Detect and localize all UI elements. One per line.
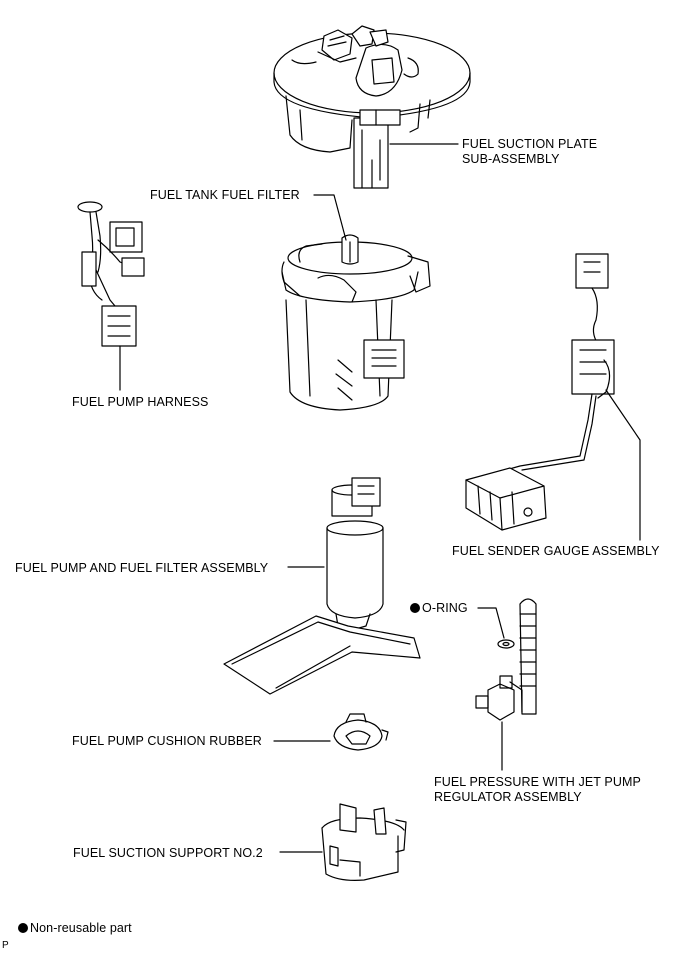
tank-filter-leader — [313, 194, 347, 241]
o-ring-label-text: O-RING — [422, 601, 468, 615]
legend-text: Non-reusable part — [30, 921, 132, 935]
cushion-rubber-drawing — [333, 713, 389, 751]
o-ring-leader — [477, 607, 505, 639]
fuel-pump-cushion-rubber-label: FUEL PUMP CUSHION RUBBER — [72, 734, 262, 748]
fuel-pressure-regulator-label: FUEL PRESSURE WITH JET PUMP REGULATOR AS… — [434, 775, 641, 805]
suction-plate-label-line1: FUEL SUCTION PLATE — [462, 137, 598, 151]
regulator-label-line1: FUEL PRESSURE WITH JET PUMP — [434, 775, 641, 789]
o-ring-label: O-RING — [410, 601, 468, 616]
fuel-tank-fuel-filter-drawing — [281, 234, 431, 411]
fuel-pump-filter-assembly-drawing — [223, 477, 421, 695]
figure-code: P — [2, 940, 9, 951]
fuel-sender-gauge-drawing — [465, 253, 615, 531]
sender-gauge-leader — [605, 389, 641, 541]
fuel-pump-harness-label: FUEL PUMP HARNESS — [72, 395, 209, 409]
fuel-suction-support-label: FUEL SUCTION SUPPORT NO.2 — [73, 846, 263, 860]
regulator-label-line2: REGULATOR ASSEMBLY — [434, 790, 582, 804]
non-reusable-dot-icon — [410, 603, 420, 613]
fuel-pressure-regulator-drawing — [475, 598, 537, 721]
legend-dot-icon — [18, 923, 28, 933]
suction-support-drawing — [321, 803, 407, 881]
suction-plate-label-line2: SUB-ASSEMBLY — [462, 152, 560, 166]
fuel-pump-harness-drawing — [77, 201, 145, 347]
fuel-sender-gauge-label: FUEL SENDER GAUGE ASSEMBLY — [452, 544, 660, 558]
fuel-suction-plate-label: FUEL SUCTION PLATE SUB-ASSEMBLY — [462, 137, 597, 167]
legend: Non-reusable part — [18, 921, 132, 936]
fuel-tank-fuel-filter-label: FUEL TANK FUEL FILTER — [150, 188, 300, 202]
fuel-suction-plate-drawing — [273, 25, 471, 189]
o-ring-drawing — [497, 639, 515, 649]
fuel-pump-filter-assembly-label: FUEL PUMP AND FUEL FILTER ASSEMBLY — [15, 561, 269, 575]
